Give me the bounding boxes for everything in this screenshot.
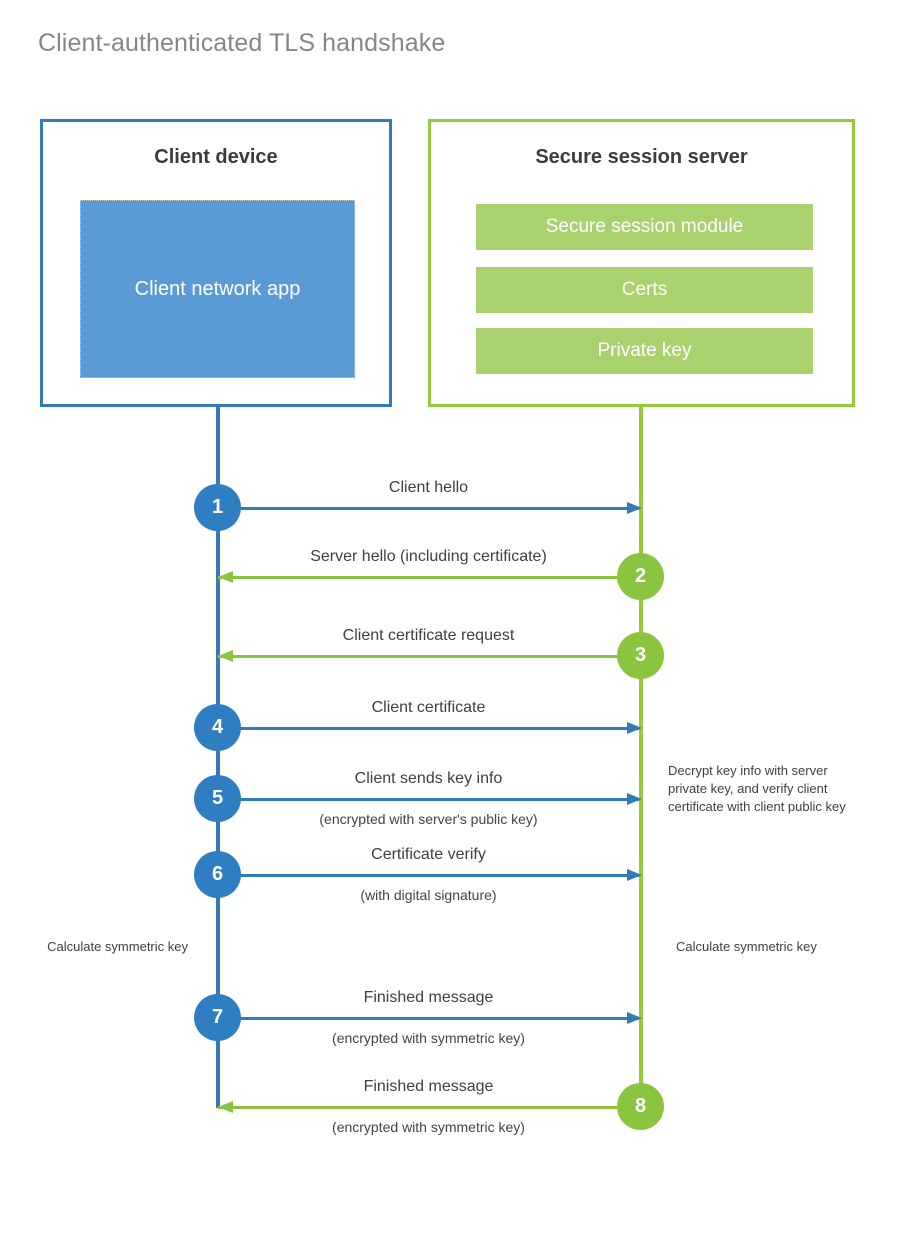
message-arrow-line [218,576,639,579]
message-arrow-line [218,507,639,510]
server-module-private-key: Private key [476,328,813,374]
message-label: Finished message [363,989,494,1006]
message-label: Client certificate [371,699,486,716]
server-module-certs: Certs [476,267,813,313]
message-arrow-line [218,798,639,801]
client-device-title: Client device [154,146,278,168]
step-number-badge: 8 [617,1083,664,1130]
annotation-client-calculate-symmetric-key: Calculate symmetric key [47,939,188,954]
step-number-badge: 5 [194,775,241,822]
step-number-badge: 7 [194,994,241,1041]
server-module-secure-session-module: Secure session module [476,204,813,250]
arrow-head-icon [627,869,642,881]
message-arrow-line [218,1017,639,1020]
arrow-head-icon [218,650,233,662]
message-arrow-line [218,727,639,730]
annotation-server-calculate-symmetric-key: Calculate symmetric key [676,939,817,954]
page-title: Client-authenticated TLS handshake [38,29,446,57]
client-lifeline [216,405,220,1108]
secure-session-server-box: Secure session server Secure session mod… [428,119,855,407]
client-device-box: Client device Client network app [40,119,392,407]
message-label: Client certificate request [342,627,515,644]
message-sublabel: (encrypted with server's public key) [319,811,538,827]
message-label: Client sends key info [354,770,503,787]
message-sublabel: (encrypted with symmetric key) [332,1119,525,1135]
message-label: Client hello [388,479,469,496]
step-number-badge: 6 [194,851,241,898]
message-label: Server hello (including certificate) [310,548,547,565]
message-label: Certificate verify [371,846,486,863]
arrow-head-icon [627,793,642,805]
arrow-head-icon [627,502,642,514]
message-sublabel: (with digital signature) [360,887,497,903]
step-number-badge: 2 [617,553,664,600]
step-number-badge: 3 [617,632,664,679]
arrow-head-icon [218,571,233,583]
arrow-head-icon [627,1012,642,1024]
client-network-app-block: Client network app [80,200,355,378]
secure-session-server-title: Secure session server [535,146,748,168]
message-arrow-line [218,1106,639,1109]
annotation-server-decrypt: Decrypt key info with server private key… [668,763,846,814]
message-label: Finished message [363,1078,494,1095]
step-number-badge: 1 [194,484,241,531]
message-sublabel: (encrypted with symmetric key) [332,1030,525,1046]
arrow-head-icon [218,1101,233,1113]
message-arrow-line [218,874,639,877]
arrow-head-icon [627,722,642,734]
step-number-badge: 4 [194,704,241,751]
message-arrow-line [218,655,639,658]
server-lifeline [639,405,643,1108]
